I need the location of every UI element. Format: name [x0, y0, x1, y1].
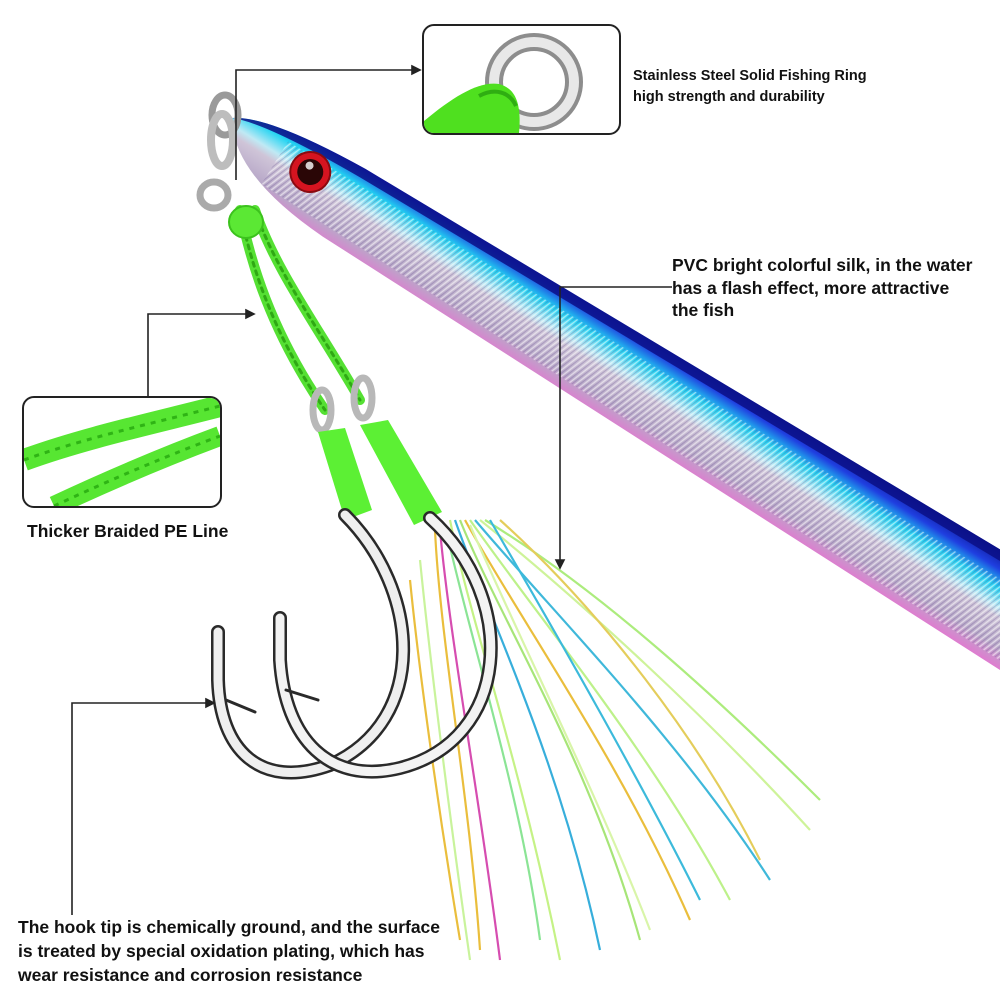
- hook-caption: The hook tip is chemically ground, and t…: [18, 915, 440, 987]
- hook-caption-line: wear resistance and corrosion resistance: [18, 965, 363, 985]
- ring-callout-line: [235, 69, 412, 180]
- braided-assist-lines: [228, 205, 365, 415]
- silk-caption: PVC bright colorful silk, in the water h…: [672, 254, 972, 322]
- ring-detail-inset: [422, 24, 621, 135]
- braided-line-detail-inset: [22, 396, 222, 508]
- ring-caption-subtitle: high strength and durability: [633, 89, 825, 105]
- hooks: [211, 508, 498, 780]
- braided-line-icon: [24, 398, 220, 506]
- silk-callout-line: [559, 286, 672, 560]
- split-rings: [196, 91, 242, 212]
- braid-callout-line: [147, 313, 246, 396]
- ring-caption-title: Stainless Steel Solid Fishing Ring: [633, 68, 867, 84]
- hook-eyes: [309, 374, 376, 434]
- silk-caption-line: PVC bright colorful silk, in the water: [672, 255, 973, 275]
- hook-caption-line: is treated by special oxidation plating,…: [18, 941, 425, 961]
- split-ring-icon: [424, 33, 583, 133]
- lure-body: [231, 117, 1000, 679]
- silk-caption-line: the fish: [672, 300, 735, 320]
- braid-caption: Thicker Braided PE Line: [27, 521, 229, 541]
- hook-thread-wraps: [318, 420, 442, 525]
- silk-caption-line: has a flash effect, more attractive: [672, 277, 950, 298]
- lure-eye: [289, 151, 332, 194]
- hook-caption-line: The hook tip is chemically ground, and t…: [18, 917, 441, 937]
- hook-callout-line: [71, 702, 206, 915]
- callout-lines: [71, 64, 672, 915]
- ring-caption: Stainless Steel Solid Fishing Ring high …: [633, 66, 867, 108]
